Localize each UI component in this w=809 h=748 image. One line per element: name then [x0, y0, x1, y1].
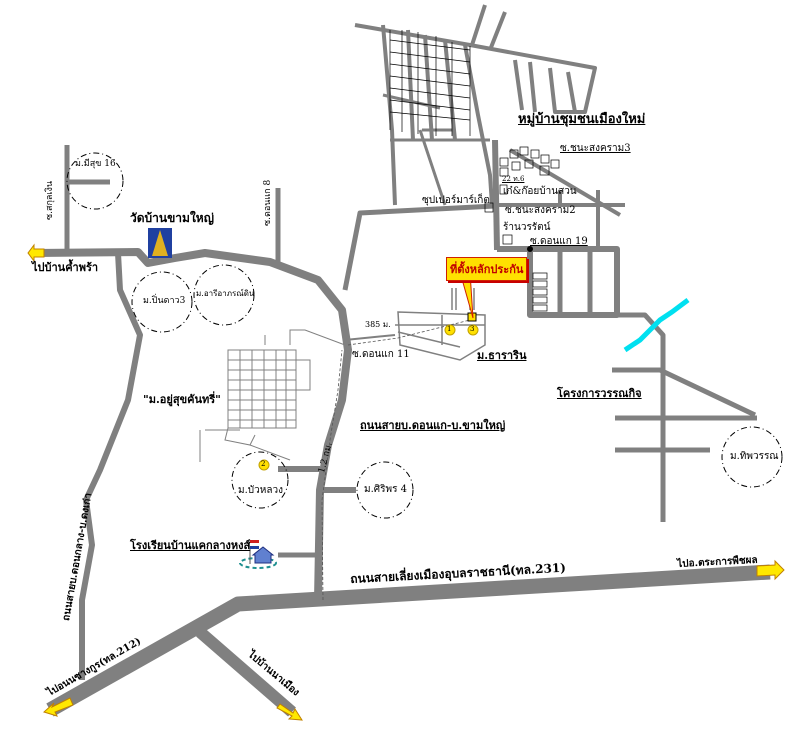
shop-label: ร้านวรรัตน์ — [503, 222, 551, 233]
road-donkae-khamyai — [34, 248, 352, 601]
collateral-callout: ที่ตั้งหลักประกัน — [446, 257, 528, 281]
village-label: ม.มีสุข 16 — [75, 159, 116, 169]
distance-label: 385 ม. — [365, 320, 391, 329]
village-circle-misuk — [66, 152, 124, 210]
village-label: ม.ศิริพร 4 — [364, 484, 407, 495]
village-label: "ม.อยู่สุขคันทรี่" — [143, 393, 221, 406]
village-circle-bualuang — [231, 451, 289, 509]
road-to-namuang — [196, 627, 296, 717]
arrow-nonsaengkun — [43, 697, 74, 717]
school-icon — [239, 540, 277, 569]
pin-number: 1 — [447, 325, 452, 333]
road-donklang — [79, 252, 143, 680]
road-label: ซ.ดอนแก 19 — [530, 236, 588, 247]
village-circle-pindao — [131, 271, 193, 333]
village-label: ม.อารีอาภรณ์ดิน — [196, 289, 255, 298]
village-grid-yusuk — [199, 329, 346, 462]
school-label: โรงเรียนบ้านแคกลางหงส์ — [130, 539, 251, 552]
direction-label: ไปบ้านค้ำพร้า — [32, 261, 99, 274]
road-label: ซ.ชนะสงคราม2 — [505, 205, 576, 216]
village-circle-ari — [193, 264, 255, 326]
supermarket-label: ซุปเปอร์มาร์เก็ต — [422, 195, 490, 206]
junction-dot — [527, 246, 533, 252]
village-label: ม.บัวหลวง — [238, 485, 283, 496]
temple-icon — [148, 228, 172, 258]
road-bypass-231 — [46, 564, 771, 717]
road-label: ซ.สกุลเงิน — [45, 180, 55, 220]
road-label: ซ.ชนะสงคราม3 — [560, 143, 631, 154]
road-label: ซ.ดอนแก 8 — [263, 179, 273, 226]
road-label: ถนนสายบ.ดอนแก-บ.ขามใหญ่ — [360, 419, 506, 432]
village-circle-tippawan — [721, 426, 783, 488]
shop-label: 22 ท.6 — [502, 175, 525, 183]
pin-number: 2 — [261, 460, 266, 468]
road-label: ซ.ดอนแก 11 — [352, 349, 410, 360]
shop-label: เก๋&ก๊อยบ้านสวน — [503, 186, 577, 197]
arrow-namuang — [276, 703, 303, 721]
village-label: ม.ทิพวรรณ — [730, 451, 779, 462]
temple-label: วัดบ้านขามใหญ่ — [130, 211, 214, 225]
river — [623, 298, 690, 353]
village-circle-siriporn — [356, 461, 414, 519]
map-title: หมู่บ้านชุมชนเมืองใหม่ — [518, 112, 646, 127]
village-label: ม.ธาราริน — [477, 349, 527, 362]
project-label: โครงการวรรณกิจ — [557, 387, 642, 400]
village-label: ม.ปิ่นดาว3 — [143, 296, 186, 306]
arrow-trakan — [756, 559, 785, 581]
pin-number: 3 — [470, 325, 475, 333]
arrow-kamphra — [27, 243, 45, 263]
